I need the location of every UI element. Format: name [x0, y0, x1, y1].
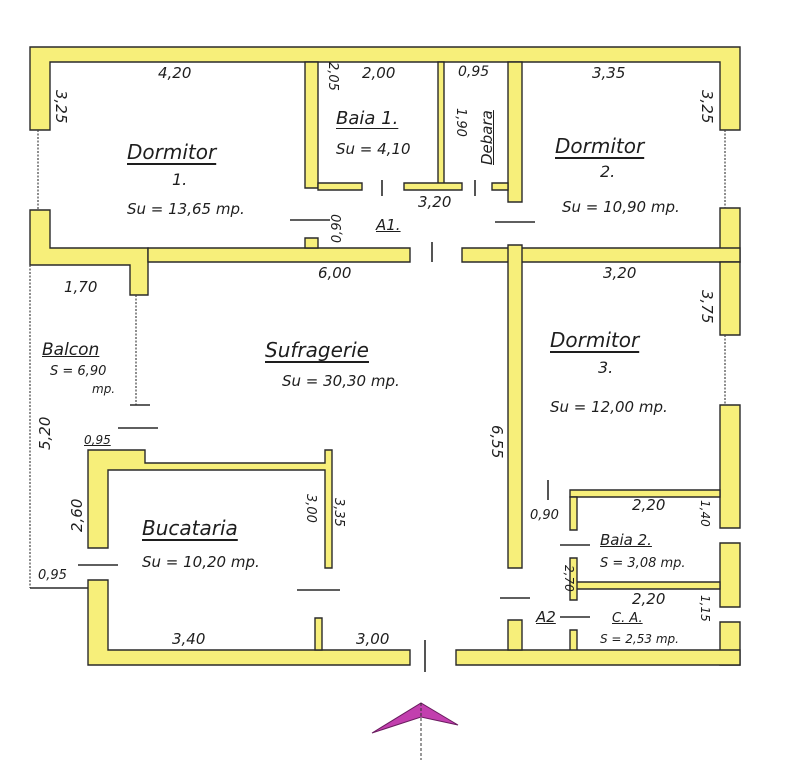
wall-bottom: [87, 579, 411, 666]
room-dormitor-1-name: Dormitor: [127, 140, 217, 164]
wall-hall: [147, 247, 411, 263]
dim-d3-height: 3,75: [698, 290, 716, 324]
dim-baia1-height: 2,05: [325, 62, 340, 91]
room-baia-1-name: Baia 1.: [336, 108, 399, 129]
room-balcon-unit: mp.: [92, 382, 116, 396]
wall-kitchen: [87, 449, 333, 569]
room-dormitor-3-name: Dormitor: [550, 328, 640, 352]
dim-balcon-width: 1,70: [64, 278, 98, 296]
dim-hall-door: 0,90: [330, 214, 345, 243]
dim-buc-width: 3,40: [172, 630, 206, 648]
room-baia-2-name: Baia 2.: [600, 531, 652, 549]
dim-d1-height: 3,25: [52, 90, 70, 124]
room-dormitor-3-number: 3.: [598, 358, 614, 377]
dim-baia2-width: 2,20: [632, 496, 666, 514]
wall-left-d1: [29, 209, 149, 296]
room-balcon-area: S = 6,90: [50, 364, 107, 379]
dim-buc-right-a: 3,00: [303, 494, 318, 523]
wall-baia1-left: [304, 61, 319, 189]
dim-balcon-step: 0,95: [84, 433, 111, 447]
room-bucataria-name: Bucataria: [142, 516, 238, 540]
room-ca-name: C. A.: [612, 611, 643, 626]
north-arrow-icon: [371, 702, 459, 760]
wall-top: [29, 46, 741, 131]
dim-hall-length: 6,00: [318, 264, 352, 282]
dim-buc-door: 0,95: [38, 568, 67, 583]
dim-debara-height: 1,90: [453, 108, 468, 137]
room-dormitor-2-name: Dormitor: [555, 134, 645, 158]
dim-baia2-height: 1,40: [698, 500, 712, 527]
room-hol-a2-name: A2: [536, 608, 556, 626]
room-sufragerie-name: Sufragerie: [265, 338, 369, 362]
room-baia-1-area: Su = 4,10: [336, 140, 411, 158]
dim-hall-inner: 3,20: [418, 193, 452, 211]
room-dormitor-3-area: Su = 12,00 mp.: [550, 398, 668, 416]
dim-baia2-door: 0,90: [530, 508, 559, 523]
dim-bottom-mid: 3,00: [356, 630, 390, 648]
room-sufragerie-area: Su = 30,30 mp.: [282, 372, 400, 390]
dim-debara-width: 0,95: [458, 64, 490, 80]
wall-debara-right: [507, 61, 523, 203]
room-baia-2-area: S = 3,08 mp.: [600, 556, 686, 571]
dim-baia2-side: 2,70: [562, 565, 576, 592]
dim-d3-width: 3,20: [603, 264, 637, 282]
room-dormitor-2-number: 2.: [600, 162, 616, 181]
room-bucataria-area: Su = 10,20 mp.: [142, 553, 260, 571]
dim-buc-right-b: 3,35: [331, 498, 346, 527]
room-debara-name: Debara: [478, 110, 496, 165]
room-dormitor-1-number: 1.: [172, 170, 188, 189]
room-ca-area: S = 2,53 mp.: [600, 632, 679, 646]
room-dormitor-1-area: Su = 13,65 mp.: [127, 200, 245, 218]
dim-d2-height: 3,25: [698, 90, 716, 124]
room-dormitor-2-area: Su = 10,90 mp.: [562, 198, 680, 216]
dim-baia1-width: 2,00: [362, 64, 396, 82]
dim-ca-width: 2,20: [632, 590, 666, 608]
dim-balcon-length: 5,20: [36, 416, 54, 450]
room-balcon-name: Balcon: [42, 340, 100, 360]
room-hol-a1-name: A1.: [376, 216, 401, 234]
dim-d1-width: 4,20: [158, 64, 192, 82]
wall-d3-left: [507, 244, 523, 569]
dim-d2-width: 3,35: [592, 64, 626, 82]
dim-suf-height: 6,55: [488, 425, 506, 459]
dim-ca-height: 1,15: [698, 595, 712, 622]
dim-buc-height: 2,60: [68, 498, 86, 532]
